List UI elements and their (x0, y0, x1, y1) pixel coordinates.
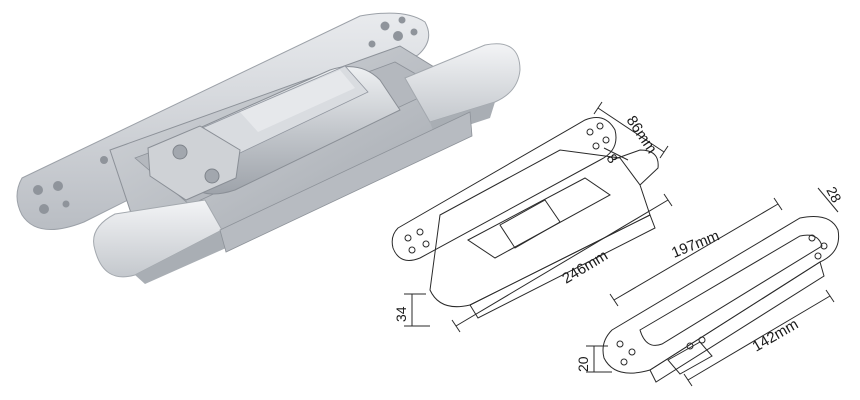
dimensions-bottom: 197mm 28 142mm 20 (575, 184, 845, 387)
dim-height-bottom: 20 (575, 356, 591, 372)
dim-depth-top: 8 (604, 151, 622, 167)
hinge-mount-holes-left (33, 156, 108, 214)
dim-height-top: 34 (393, 306, 409, 322)
hinge-end-cap-right (404, 43, 521, 123)
dim-length-bottom-outer: 197mm (669, 227, 722, 262)
line-drawing-bottom (602, 216, 840, 383)
dim-length-bottom-inner: 142mm (750, 316, 802, 356)
hinge-photo (16, 12, 521, 284)
hinge-end-cap-left (93, 199, 223, 278)
line-top-housing (429, 149, 651, 308)
line-drawing-top (391, 117, 659, 319)
dim-length-top: 246mm (559, 247, 611, 287)
dim-depth-bottom: 28 (823, 184, 845, 205)
hinge-mount-holes-right (368, 16, 418, 48)
line-top-back-plate (391, 117, 617, 261)
line-bottom-housing (602, 216, 840, 374)
